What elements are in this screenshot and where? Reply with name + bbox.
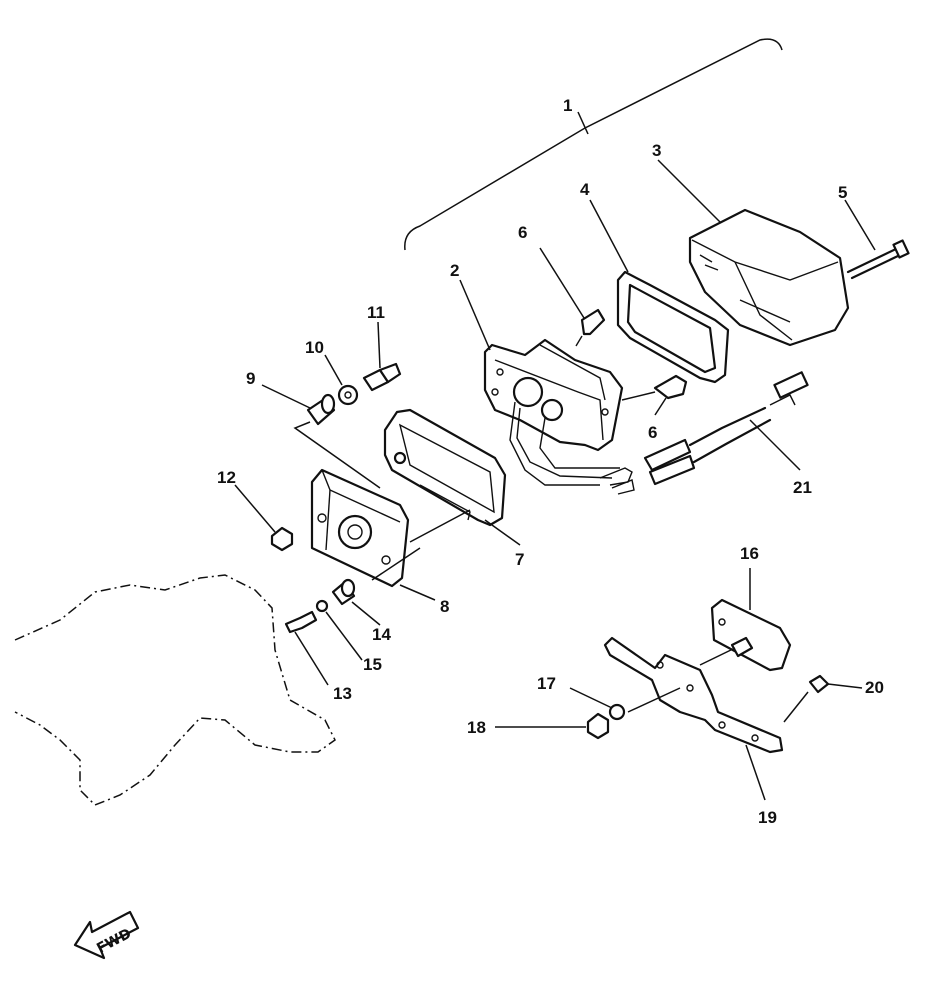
callout-20: 20 [865,678,884,697]
callout-14: 14 [372,625,391,644]
bulb-upper [575,308,606,347]
lead-wire [643,371,809,486]
callout-7: 7 [515,550,524,569]
screw-20 [808,674,830,694]
callout-2: 2 [450,261,459,280]
callout-6-upper: 6 [518,223,527,242]
callout-17: 17 [537,674,556,693]
nut-18 [586,712,610,740]
tail-lamp-lens [688,208,850,347]
callout-1: 1 [563,96,572,115]
license-bracket [603,636,784,754]
washer-17 [608,703,626,721]
callout-18: 18 [467,718,486,737]
fwd-arrow-icon: FWD [73,910,140,960]
fender-outline [14,574,336,806]
callout-4: 4 [580,180,590,199]
callout-5: 5 [838,183,847,202]
callout-15: 15 [363,655,382,674]
washer-15 [315,599,329,613]
lamp-housing [383,408,507,527]
callout-10: 10 [305,338,324,357]
washer [337,384,359,406]
wiring-harness [509,401,635,495]
lens-screw [846,239,910,280]
callout-8: 8 [440,597,449,616]
callout-11: 11 [367,303,385,322]
callout-6-lower: 6 [648,423,657,442]
grommet [293,393,381,489]
nut [270,526,294,552]
collar [331,578,356,606]
lamp-base [483,338,624,452]
mount-bracket [310,468,410,588]
assembly-bracket [404,38,783,251]
callout-19: 19 [758,808,777,827]
lens-gasket [616,270,730,384]
license-light [710,598,792,672]
bolt-11 [362,362,402,392]
callout-9: 9 [246,369,255,388]
callout-3: 3 [652,141,661,160]
callout-21: 21 [793,478,812,497]
bolt-13 [284,610,318,634]
callout-16: 16 [740,544,759,563]
bulb-lower [621,374,688,401]
callout-12: 12 [217,468,236,487]
callout-13: 13 [333,684,352,703]
